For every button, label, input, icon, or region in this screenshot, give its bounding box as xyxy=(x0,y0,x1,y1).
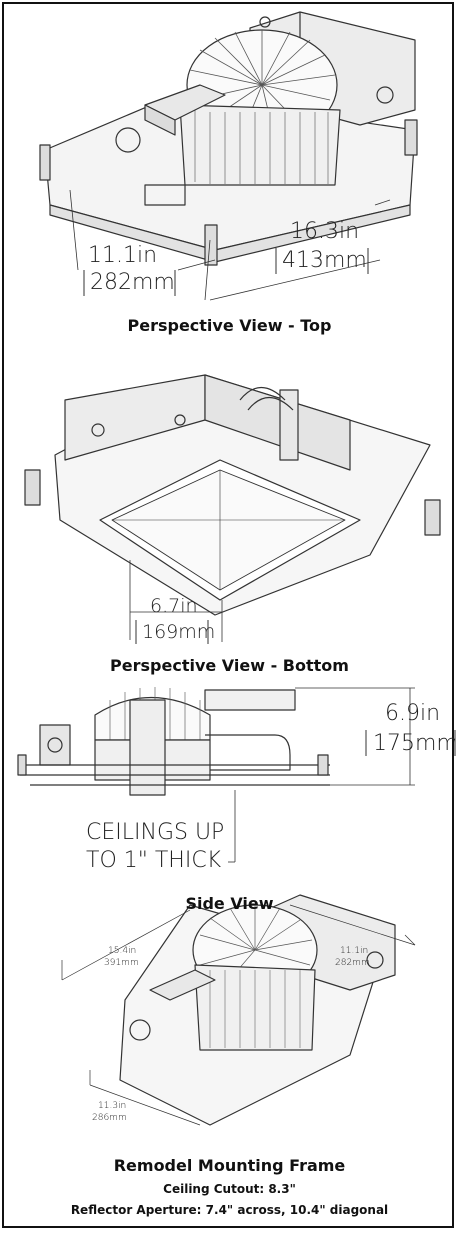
dim-height-mm: 175mm xyxy=(373,731,458,756)
dim-aperture-in: 6.7in xyxy=(150,595,198,617)
caption-perspective-bottom: Perspective View - Bottom xyxy=(110,656,349,675)
remodel-frame-drawing xyxy=(61,894,416,1126)
ceiling-cutout-spec: Ceiling Cutout: 8.3" xyxy=(163,1182,296,1196)
ceiling-note-line2: TO 1" THICK xyxy=(86,848,222,873)
perspective-top-drawing xyxy=(39,11,418,301)
dim-aperture-mm: 169mm xyxy=(142,621,215,643)
reflector-aperture-spec: Reflector Aperture: 7.4" across, 10.4" d… xyxy=(70,1203,389,1217)
remodel-dim-width-mm: 282mm xyxy=(335,958,370,968)
remodel-dim-length-in: 15.4in xyxy=(108,946,136,956)
ceiling-note-line1: CEILINGS UP xyxy=(86,820,225,845)
dim-width-in: 11.1in xyxy=(88,243,157,268)
caption-remodel-frame: Remodel Mounting Frame xyxy=(113,1156,346,1175)
caption-perspective-top: Perspective View - Top xyxy=(127,316,332,335)
dim-length-in: 16.3in xyxy=(290,219,359,244)
side-view-drawing xyxy=(17,687,415,863)
remodel-dim-length-mm: 391mm xyxy=(104,958,139,968)
perspective-bottom-drawing xyxy=(24,374,441,642)
dim-height-in: 6.9in xyxy=(385,701,440,726)
dim-length-mm: 413mm xyxy=(282,248,367,273)
remodel-dim-width-in: 11.1in xyxy=(340,946,368,956)
remodel-dim-depth-mm: 286mm xyxy=(92,1113,127,1123)
remodel-dim-depth-in: 11.3in xyxy=(98,1101,126,1111)
dim-width-mm: 282mm xyxy=(90,270,175,295)
caption-side-view: Side View xyxy=(185,894,274,913)
